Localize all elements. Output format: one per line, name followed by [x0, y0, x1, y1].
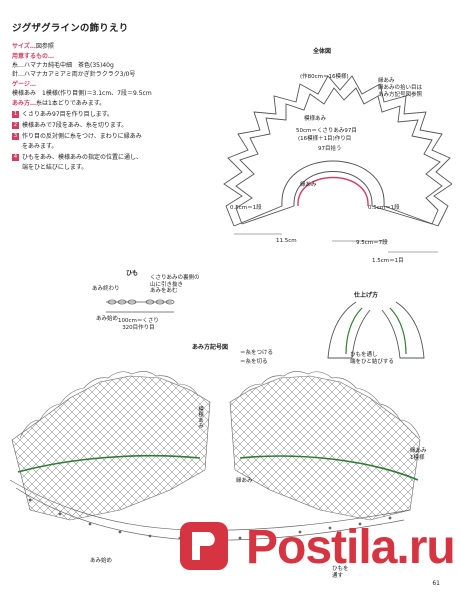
step-number: 2	[12, 122, 19, 129]
spec-gauge-text: 模様あみ 1模様(作り目側)＝3.1cm、7段＝9.5cm	[12, 90, 152, 97]
right-fan	[229, 375, 421, 521]
spec-size-head: サイズ…	[12, 43, 36, 50]
whole-left-width: 11.5cm	[276, 238, 297, 244]
symbol-edge-repeat: 縁あみ 1模様	[410, 448, 427, 461]
whole-bottom-right: 1.5cm＝1目	[372, 258, 404, 264]
step-number: 4	[12, 154, 19, 161]
finish-note: ひもを通し 端をひと結びする	[350, 352, 394, 365]
spec-gauge: ゲージ…	[12, 80, 36, 89]
cord-end-label: あみ終わり	[92, 286, 120, 292]
whole-pattern-label: 模様あみ	[304, 116, 327, 122]
step-text: ひもをあみ、模様あみの指定の位置に通し、	[22, 154, 143, 161]
whole-diagram	[223, 75, 452, 253]
neck-outline	[281, 160, 385, 207]
scallops	[19, 371, 421, 439]
symbol-edge-label: 縁あみ	[236, 478, 253, 484]
whole-inner-3: 97目拾う	[318, 146, 342, 152]
spec-method-head: あみ方…	[12, 100, 37, 107]
page-title: ジグザグラインの飾りえり	[12, 23, 129, 34]
row-arrow-line	[297, 176, 369, 207]
whole-edge-note: 縁あみの拾い目は あみ方記号図参照	[378, 85, 423, 98]
page-number: 61	[432, 580, 440, 587]
spec-size: サイズ…図参照	[12, 42, 54, 51]
whole-right-small: 0.5cm＝1段	[368, 205, 400, 211]
symbol-pattern-label: 模様あみ	[197, 406, 203, 428]
whole-inner-1: 50cm＝くさりあみ97目	[296, 128, 357, 134]
postila-logo-icon	[180, 522, 228, 570]
step-text: 模様あみで7段をあみ、糸を切ります。	[22, 122, 128, 129]
whole-inner-2: (16模様＋1目)作り目	[298, 136, 352, 142]
spec-materials: 用意するもの…	[12, 52, 54, 61]
cord-length: 100cm＝くさり 320目作り目	[118, 318, 159, 331]
finish-title: 仕上げ方	[354, 292, 379, 299]
whole-top-label: (作80cm＝16模様)	[300, 74, 349, 80]
spec-size-text: 図参照	[35, 43, 54, 50]
spec-method: あみ方…糸は1本どりであみます。	[12, 99, 105, 108]
finish-diagram	[327, 301, 425, 359]
zigzag-outline	[223, 75, 452, 227]
step-number: 1	[12, 111, 19, 118]
whole-left-small: 0.5cm＝1段	[230, 205, 262, 211]
spec-materials-head: 用意するもの…	[12, 53, 55, 60]
left-fan	[11, 375, 211, 521]
whole-edge-label: 縁あみ	[378, 78, 395, 84]
step-4-cont: 端をひと結びにします。	[22, 164, 88, 171]
spec-yarn: 糸…ハマナカ純毛中細 茶色(35)40g	[12, 62, 114, 69]
spec-method-text: 糸は1本どりであみます。	[36, 100, 106, 107]
cord-guides	[17, 454, 419, 481]
symbol-chart-title: あみ方記号図	[192, 344, 229, 351]
cord-diagram	[106, 299, 175, 313]
cord-start-label: あみ始め	[96, 316, 119, 322]
whole-diagram-title: 全体図	[313, 48, 332, 55]
step-text: 作り目の反対側に糸をつけ、まわりに縁あみ	[22, 133, 142, 140]
symbol-cord-note: ひもを 通す	[332, 566, 349, 579]
collar-ends	[233, 205, 439, 227]
spec-hook: 針…ハマナカアミアミ両かぎ針ラクラク3/0号	[12, 71, 136, 78]
watermark-text: Postila.ru	[246, 521, 456, 574]
dimension-lines	[234, 233, 438, 253]
cord-title: ひも	[126, 270, 139, 277]
legend-cut: ＝糸を切る	[240, 359, 268, 365]
symbol-start-label: あみ始め	[90, 558, 113, 564]
spec-gauge-head: ゲージ…	[12, 81, 36, 88]
whole-right-width: 9.5cm＝7段	[356, 240, 388, 246]
step-3-cont: をあみます。	[22, 143, 58, 150]
step-number: 3	[12, 133, 19, 140]
legend-join: ＝糸をつける	[240, 350, 274, 356]
step-text: くさりあみ97目を作り目します。	[22, 111, 114, 118]
whole-edge2-label: 縁あみ	[300, 182, 317, 188]
symbol-chart	[9, 371, 421, 541]
cord-note: くさりあみの裏側の 山に引き抜き あみをあむ	[150, 275, 200, 294]
